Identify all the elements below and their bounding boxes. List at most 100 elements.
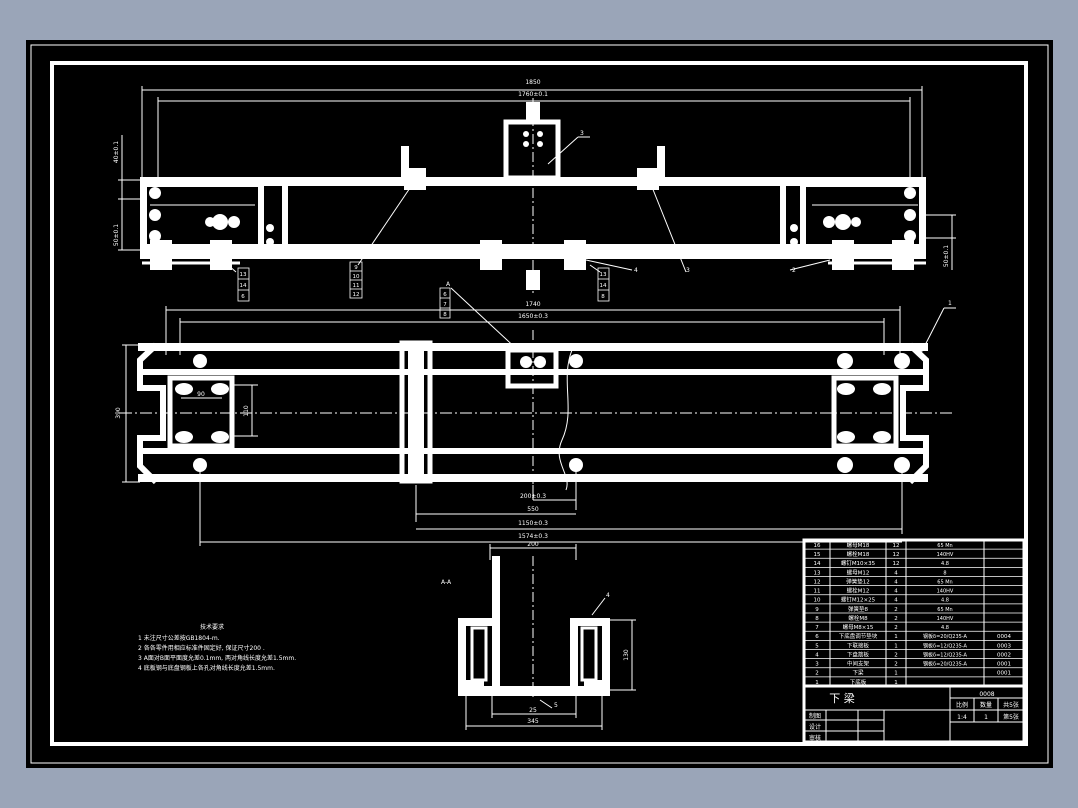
tech-note-1: 1 未注尺寸公差按GB1804-m. bbox=[138, 634, 220, 642]
bom-cell: 下梁 bbox=[852, 669, 864, 677]
bom-cell: 0003 bbox=[997, 643, 1011, 649]
bom-cell: 螺钉M10×35 bbox=[841, 559, 876, 567]
bom-cell: 65 Mn bbox=[937, 579, 952, 585]
bom-cell: 钢板δ=12/Q235-A bbox=[923, 651, 967, 658]
bom-cell: 4.8 bbox=[941, 625, 949, 631]
bom-cell: 12 bbox=[814, 579, 821, 585]
dim-left-bottom: 50±0.1 bbox=[113, 224, 120, 246]
bom-cell: 钢板δ=12/Q235-A bbox=[923, 642, 967, 649]
dim-section-25: 25 bbox=[529, 707, 537, 714]
section-label: A-A bbox=[441, 579, 452, 586]
bom-cell: 7 bbox=[815, 625, 819, 631]
left-stack-2: 11 bbox=[353, 283, 360, 289]
tb-value-sheet: 第5张 bbox=[1003, 713, 1019, 721]
tb-value-qty: 1 bbox=[984, 714, 988, 721]
bom-cell: 螺母M8×15 bbox=[843, 623, 874, 631]
bom-cell: 2 bbox=[815, 671, 819, 677]
left-stack-1: 10 bbox=[353, 274, 360, 280]
dim-section-345: 345 bbox=[527, 718, 539, 725]
bom-cell: 14 bbox=[814, 561, 821, 567]
bom-cell: 螺母M18 bbox=[847, 541, 870, 549]
bom-cell: 4.8 bbox=[941, 598, 949, 604]
bom-cell: 13 bbox=[814, 570, 821, 576]
bom-cell: 1 bbox=[894, 643, 898, 649]
bom-cell: 11 bbox=[814, 589, 821, 595]
bom-cell: 4 bbox=[894, 579, 898, 585]
tech-note-4: 4 底板钢与底盘钢板上各孔对角线长度允差1.5mm. bbox=[138, 664, 275, 672]
bom-cell: 16 bbox=[814, 543, 821, 549]
section-part-stack: 6 7 8 bbox=[439, 287, 451, 319]
bom-cell: 140HV bbox=[937, 589, 954, 595]
bom-cell: 1 bbox=[894, 671, 898, 677]
section-view bbox=[458, 544, 636, 730]
section-mark-a: A bbox=[446, 281, 451, 288]
bom-cell: 下底板 bbox=[850, 678, 867, 686]
bom-cell: 中间支架 bbox=[847, 660, 870, 668]
bom-cell: 0001 bbox=[997, 671, 1011, 677]
tb-header-scale: 比例 bbox=[956, 701, 968, 709]
dim-overall-length: 1850 bbox=[525, 79, 540, 86]
dim-section-height: 130 bbox=[623, 649, 630, 661]
section-stack-2: 8 bbox=[443, 312, 447, 318]
drawing-border bbox=[50, 61, 1028, 746]
bom-cell: 4 bbox=[894, 589, 898, 595]
outer-frame bbox=[30, 44, 1049, 764]
bom-cell: 下底盘调节垫块 bbox=[839, 632, 878, 640]
left-part-stack: 9 10 11 12 bbox=[349, 261, 363, 299]
title-block-text: 下 梁 0008 比例 数量 共5张 1:4 1 第5张 制图 设计 审核 bbox=[809, 691, 1019, 742]
bom-cell: 0004 bbox=[997, 634, 1011, 640]
bom-cell: 螺母M12 bbox=[847, 568, 870, 576]
bom-cell: 140HV bbox=[937, 616, 954, 622]
bom-cell: 10 bbox=[814, 598, 821, 604]
balloon-section-4: 4 bbox=[606, 592, 610, 599]
left-stack-3: 12 bbox=[353, 292, 360, 298]
technical-requirements: 技术要求 1 未注尺寸公差按GB1804-m. 2 各各零件用相应标准件固定好,… bbox=[138, 623, 296, 672]
bom-cell: 65 Mn bbox=[937, 543, 952, 549]
tb-header-sheets: 共5张 bbox=[1003, 701, 1019, 709]
bom-cell: 4 bbox=[815, 652, 819, 658]
bom-cell: 12 bbox=[893, 543, 900, 549]
bom-cell: 螺钉M12×25 bbox=[841, 596, 876, 604]
dim-inner-length: 1760±0.1 bbox=[518, 91, 548, 98]
bom-cell: 5 bbox=[815, 643, 819, 649]
bom-cell: 8 bbox=[943, 570, 946, 576]
balloon-1: 1 bbox=[948, 300, 952, 307]
bom-cell: 钢板δ=20/Q235-A bbox=[923, 633, 967, 640]
bom-cell: 140HV bbox=[937, 552, 954, 558]
tb-role-drawn: 制图 bbox=[809, 712, 821, 720]
bom-cell: 2 bbox=[894, 607, 898, 613]
dim-1150: 1150±0.3 bbox=[518, 520, 548, 527]
bom-cell: 3 bbox=[815, 662, 819, 668]
sheet-background bbox=[26, 40, 1053, 768]
plan-view-labels: A 1740 1650±0.3 390 90 110 200±0.3 550 1… bbox=[115, 281, 952, 540]
dim-550: 550 bbox=[527, 506, 539, 513]
bom-cell: 4 bbox=[894, 598, 898, 604]
balloon-section-5: 5 bbox=[554, 702, 558, 709]
right-part-stack: 13 14 8 bbox=[597, 267, 610, 302]
section-stack-1: 7 bbox=[443, 302, 447, 308]
tech-note-2: 2 各各零件用相应标准件固定好, 保证尺寸200 . bbox=[138, 644, 265, 652]
tb-value-scale: 1:4 bbox=[957, 714, 967, 721]
dim-width-390: 390 bbox=[115, 407, 122, 419]
bom-cell: 螺栓M12 bbox=[847, 587, 870, 595]
bom-cell: 4.8 bbox=[941, 561, 949, 567]
plan-view-holes bbox=[175, 353, 910, 473]
dim-1650: 1650±0.3 bbox=[518, 313, 548, 320]
bom-cell: 6 bbox=[815, 634, 819, 640]
tb-header-qty: 数量 bbox=[980, 701, 992, 709]
bom-cell: 弹簧垫12 bbox=[846, 577, 870, 585]
bom-cell: 2 bbox=[894, 662, 898, 668]
bom-cell: 12 bbox=[893, 552, 900, 558]
right-stack-2: 8 bbox=[601, 294, 605, 300]
balloon-3-right: 3 bbox=[686, 267, 690, 274]
bom-cell: 65 Mn bbox=[937, 607, 952, 613]
mid-stack-2: 6 bbox=[241, 294, 245, 300]
tb-role-check: 审核 bbox=[809, 734, 821, 742]
bom-cell: 8 bbox=[815, 616, 819, 622]
bom-cell: 弹簧垫8 bbox=[848, 605, 869, 613]
bom-cell: 1 bbox=[815, 680, 819, 686]
tech-notes-title: 技术要求 bbox=[200, 623, 224, 631]
tb-role-design: 设计 bbox=[809, 723, 821, 731]
drawing-number: 0008 bbox=[979, 691, 994, 698]
